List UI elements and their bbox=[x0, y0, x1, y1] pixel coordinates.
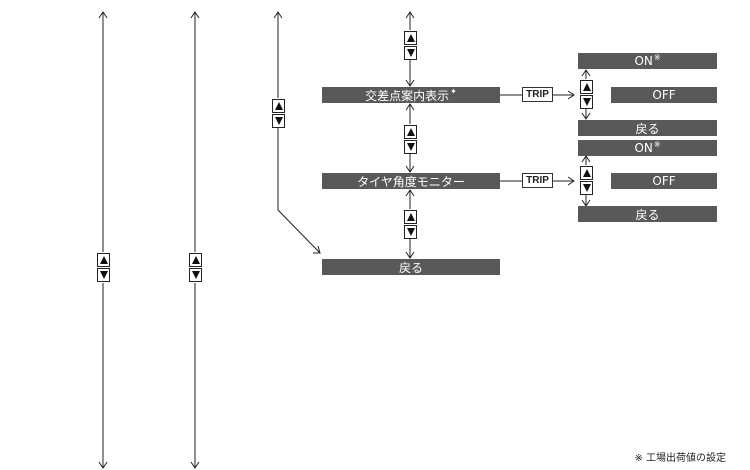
arrowhead-down bbox=[190, 461, 200, 469]
option-back[interactable]: 戻る bbox=[578, 120, 717, 136]
up-down-button[interactable] bbox=[404, 125, 417, 154]
up-arrow-icon[interactable] bbox=[580, 166, 593, 180]
arrowhead-diagonal bbox=[313, 245, 321, 254]
up-arrow-icon[interactable] bbox=[580, 80, 593, 94]
up-down-button[interactable] bbox=[580, 166, 593, 195]
up-arrow-icon[interactable] bbox=[404, 210, 417, 224]
up-arrow-icon[interactable] bbox=[189, 253, 202, 267]
menu-item-label: 戻る bbox=[398, 260, 423, 275]
option-label: ON bbox=[634, 141, 653, 155]
default-mark-icon: ※ bbox=[653, 52, 661, 62]
arrowhead-up bbox=[190, 11, 200, 19]
option-back[interactable]: 戻る bbox=[578, 206, 717, 222]
arrowhead-up bbox=[273, 11, 283, 19]
option-label: 戻る bbox=[635, 207, 660, 222]
down-arrow-icon[interactable] bbox=[272, 114, 285, 128]
option-on[interactable]: ON※ bbox=[578, 53, 717, 69]
down-arrow-icon[interactable] bbox=[580, 95, 593, 109]
down-arrow-icon[interactable] bbox=[189, 268, 202, 282]
down-arrow-icon[interactable] bbox=[404, 225, 417, 239]
option-label: OFF bbox=[652, 88, 676, 102]
diamond-mark-icon: ✦ bbox=[450, 86, 457, 96]
menu-item-tire-angle-monitor[interactable]: タイヤ角度モニター bbox=[322, 173, 500, 189]
option-off[interactable]: OFF bbox=[611, 173, 717, 189]
footnote: ※ 工場出荷値の設定 bbox=[634, 453, 726, 464]
menu-item-label: 交差点案内表示 bbox=[365, 88, 450, 103]
down-arrow-icon[interactable] bbox=[404, 140, 417, 154]
option-label: 戻る bbox=[635, 121, 660, 136]
menu-item-back[interactable]: 戻る bbox=[322, 259, 500, 275]
branch-line-bottom bbox=[277, 128, 321, 254]
up-arrow-icon[interactable] bbox=[272, 99, 285, 113]
menu-item-intersection-guide[interactable]: 交差点案内表示✦ bbox=[322, 87, 500, 103]
option-off[interactable]: OFF bbox=[611, 87, 717, 103]
down-arrow-icon[interactable] bbox=[404, 46, 417, 60]
up-arrow-icon[interactable] bbox=[97, 253, 110, 267]
down-arrow-icon[interactable] bbox=[580, 181, 593, 195]
trip-button[interactable]: TRIP bbox=[522, 173, 553, 188]
up-down-button[interactable] bbox=[580, 80, 593, 109]
default-mark-icon: ※ bbox=[653, 139, 661, 149]
option-label: OFF bbox=[652, 174, 676, 188]
up-down-button[interactable] bbox=[404, 31, 417, 60]
option-on[interactable]: ON※ bbox=[578, 140, 717, 156]
up-arrow-icon[interactable] bbox=[404, 31, 417, 45]
arrowhead-up bbox=[98, 11, 108, 19]
up-down-button[interactable] bbox=[189, 253, 202, 282]
menu-item-label: タイヤ角度モニター bbox=[357, 174, 465, 189]
up-down-button[interactable] bbox=[404, 210, 417, 239]
up-arrow-icon[interactable] bbox=[404, 125, 417, 139]
up-down-button[interactable] bbox=[97, 253, 110, 282]
option-label: ON bbox=[634, 54, 653, 68]
trip-button[interactable]: TRIP bbox=[522, 87, 553, 102]
down-arrow-icon[interactable] bbox=[97, 268, 110, 282]
up-down-button[interactable] bbox=[272, 99, 285, 128]
arrowhead-down bbox=[98, 461, 108, 469]
